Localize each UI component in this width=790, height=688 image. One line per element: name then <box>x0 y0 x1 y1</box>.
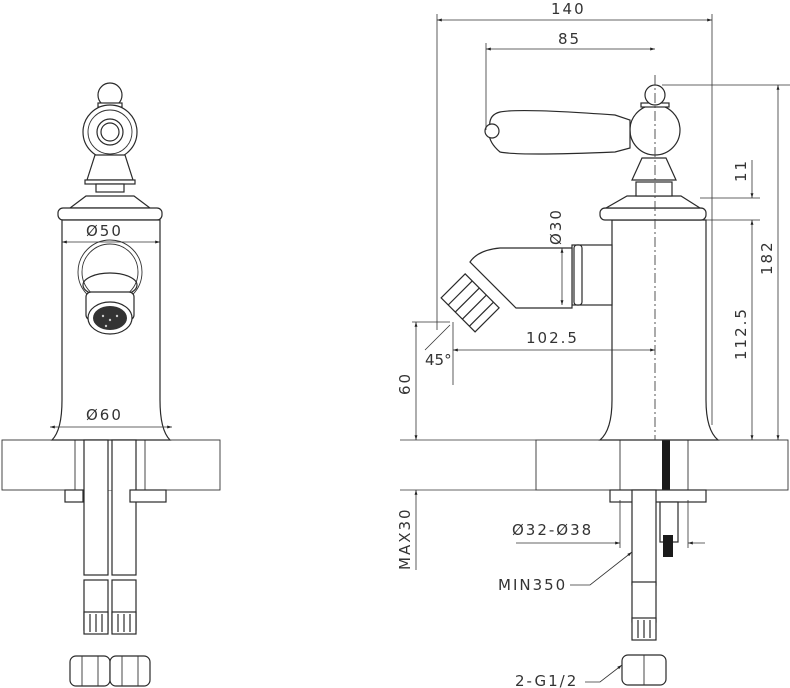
bidet-spout <box>440 244 613 333</box>
dimension-collar-height: 11 <box>700 159 760 221</box>
dimension-handle-reach: 85 <box>485 30 655 130</box>
handle-knob-front <box>57 82 163 221</box>
aerator-front <box>77 239 143 335</box>
label-d32-d38: Ø32-Ø38 <box>512 521 593 539</box>
callout-connection-thread: 2-G1/2 <box>515 664 623 688</box>
label-d30: Ø30 <box>547 208 565 245</box>
supply-hoses-front <box>64 439 167 687</box>
label-45deg: 45° <box>425 351 452 369</box>
dimension-spout-height: 60 <box>396 321 536 441</box>
label-11: 11 <box>732 159 750 182</box>
dimension-hole-diameter: Ø32-Ø38 <box>512 500 705 548</box>
label-85: 85 <box>558 30 581 48</box>
label-102-5: 102.5 <box>526 329 579 347</box>
label-g12: 2-G1/2 <box>515 672 578 688</box>
lever-handle <box>484 109 631 155</box>
callout-hose-length: MIN350 <box>498 551 633 594</box>
side-view: 140 85 182 11 112.5 Ø30 <box>396 0 790 688</box>
dimension-spout-reach: 102.5 <box>452 322 655 385</box>
dimension-spout-angle: 45° <box>424 324 452 369</box>
label-d60: Ø60 <box>86 406 123 424</box>
label-182: 182 <box>758 240 776 275</box>
label-112-5: 112.5 <box>732 307 750 360</box>
label-140: 140 <box>551 0 586 18</box>
dimension-max-deck-thickness: MAX30 <box>396 489 536 570</box>
deck-section-right <box>535 439 789 491</box>
label-max30: MAX30 <box>396 507 414 570</box>
dimension-body-top-diameter: Ø50 <box>62 222 160 244</box>
mounting-hardware <box>609 489 707 557</box>
deck-section-left <box>1 439 221 491</box>
label-min350: MIN350 <box>498 576 567 594</box>
label-d50: Ø50 <box>86 222 123 240</box>
dimension-body-base-diameter: Ø60 <box>50 406 172 429</box>
dimension-overall-width: 140 <box>436 0 713 425</box>
label-60: 60 <box>396 372 414 395</box>
front-view: Ø50 Ø60 <box>1 82 221 687</box>
dimension-overall-height: 182 <box>662 84 790 440</box>
dimension-outlet-diameter: Ø30 <box>547 208 565 305</box>
dimension-body-height: 112.5 <box>732 220 754 440</box>
supply-hose-side <box>621 489 667 686</box>
